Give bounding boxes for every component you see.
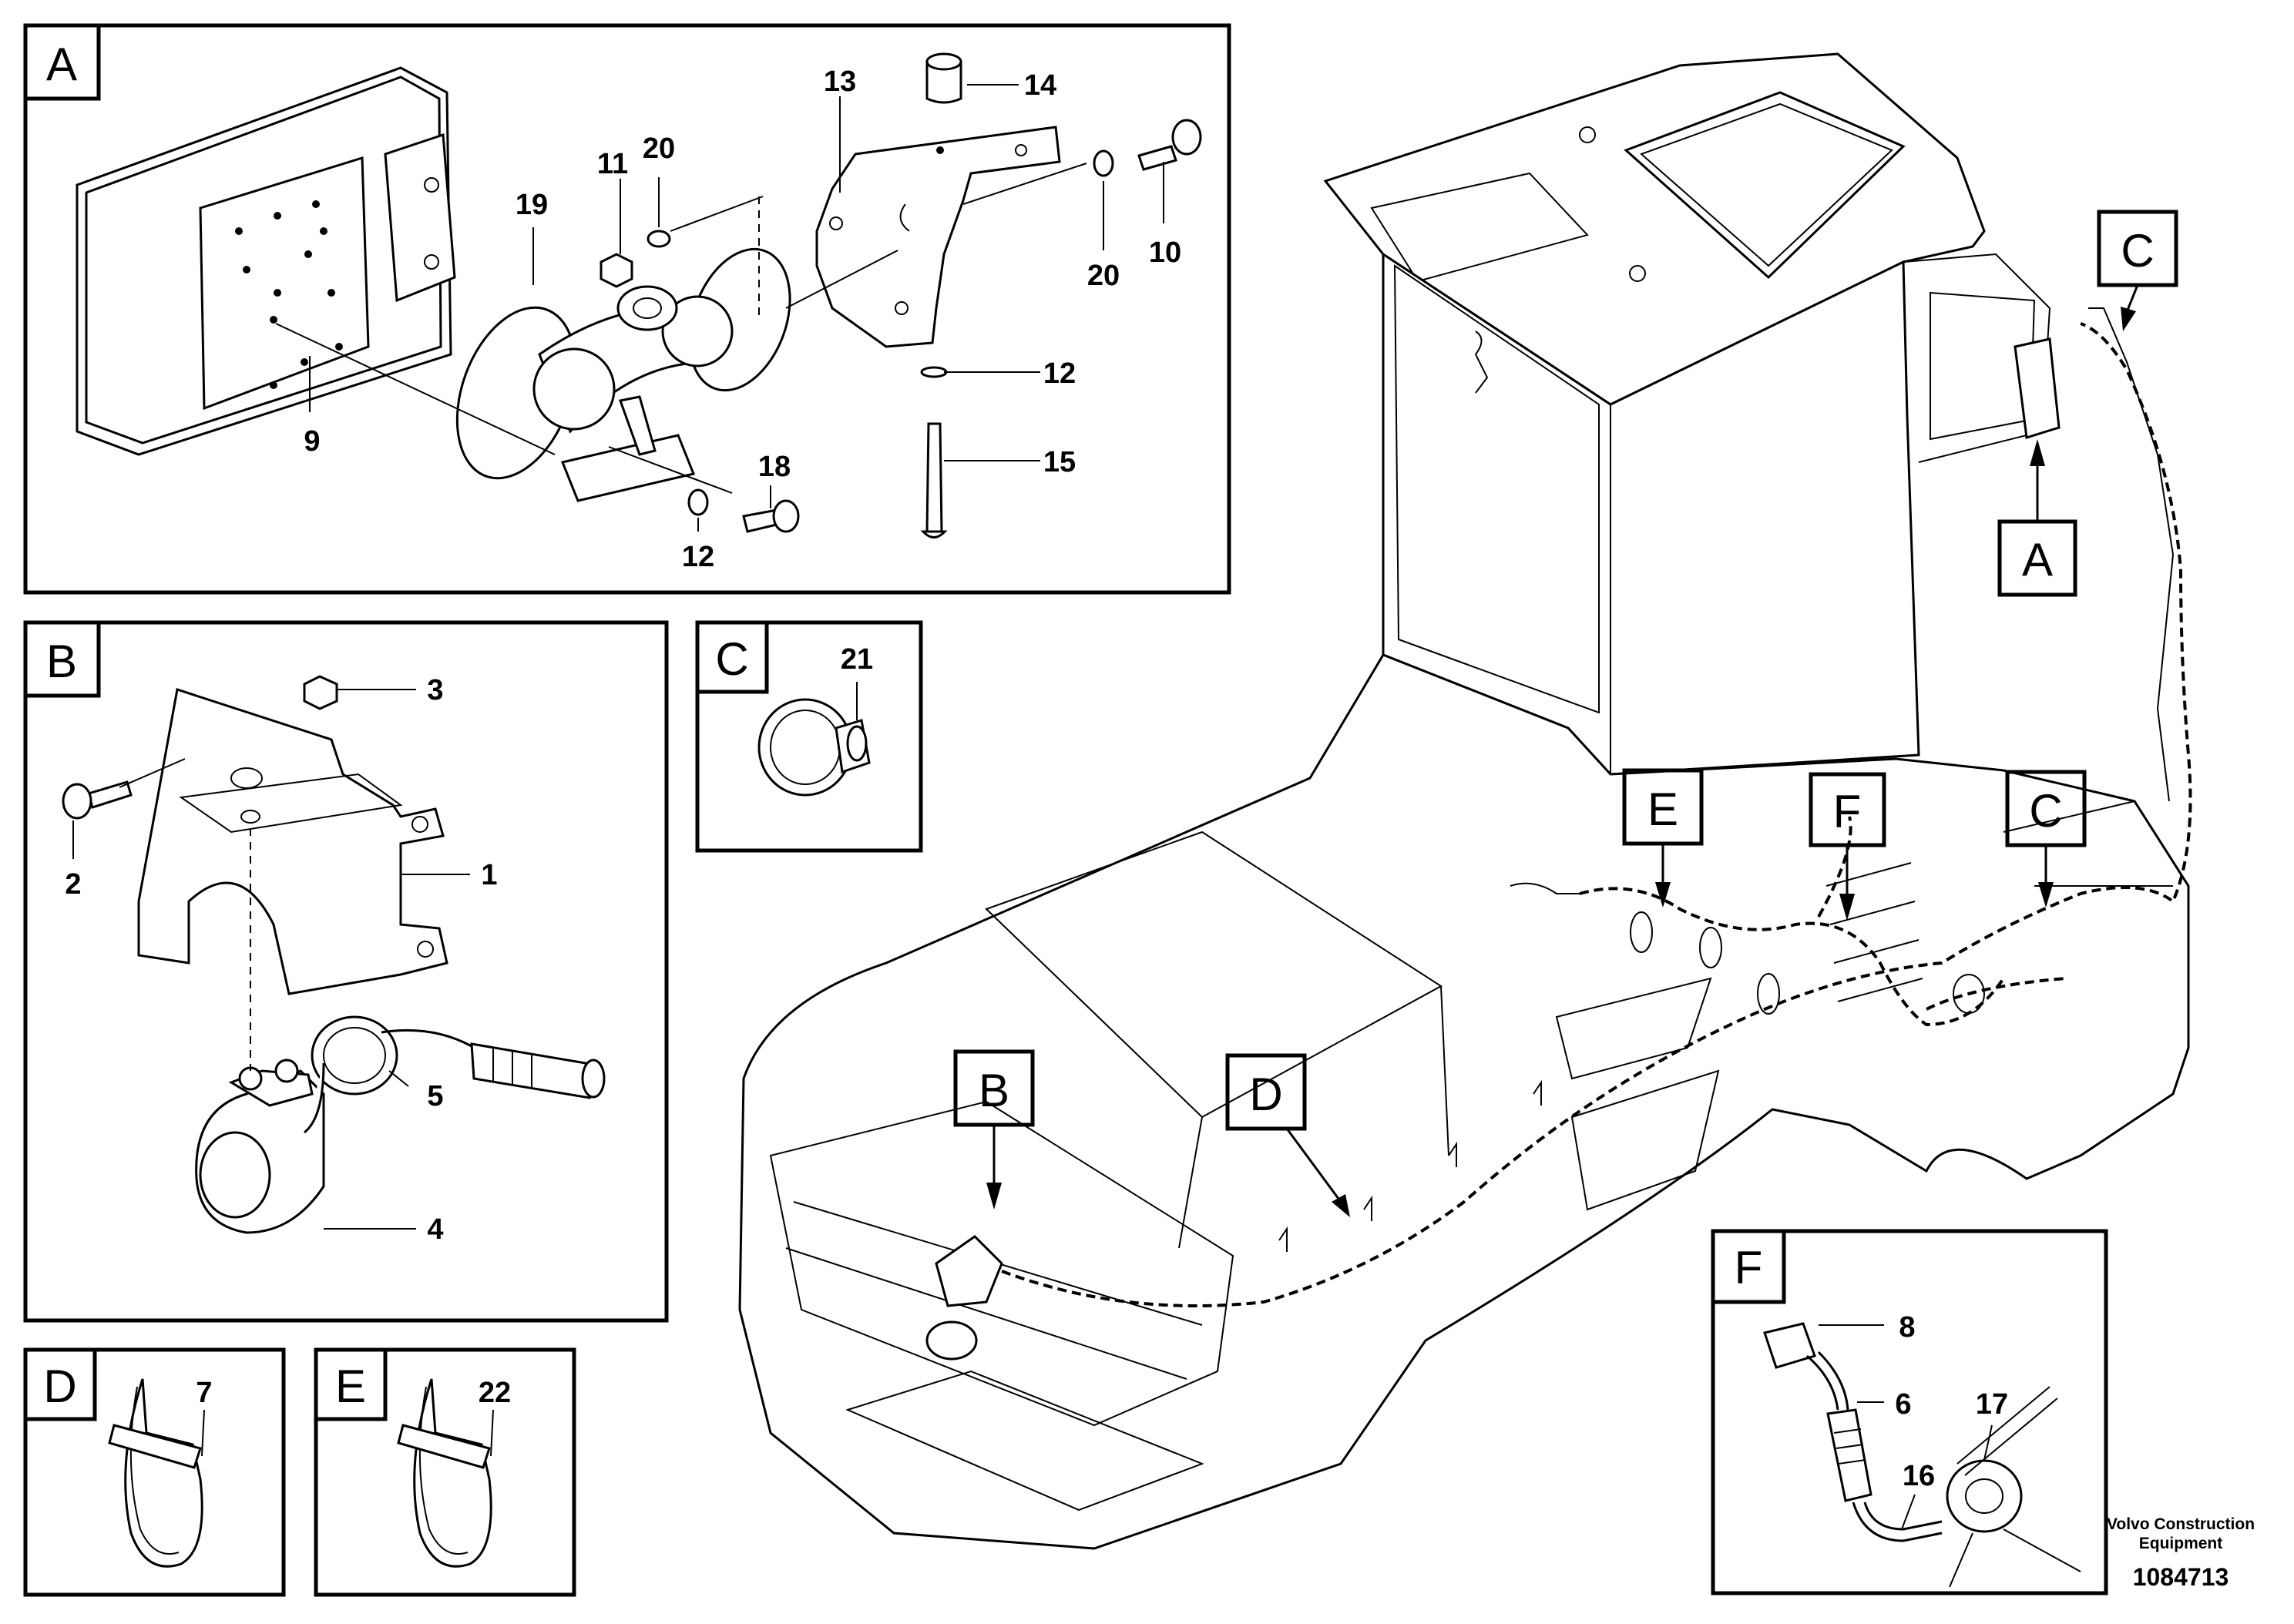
panel-c-tag-box — [695, 620, 769, 694]
machine-tag-d: D — [1225, 1053, 1350, 1217]
brand-name-line1: Volvo Construction — [2107, 1515, 2255, 1533]
grommet-5 — [304, 1015, 606, 1134]
washer-20-right — [1093, 149, 1114, 177]
washer-12-left — [687, 488, 709, 516]
panel-e-tag: E — [335, 1361, 366, 1412]
bracket-13 — [815, 126, 1061, 348]
callout-19: 19 — [516, 189, 548, 221]
cable-tie-7 — [108, 1378, 203, 1568]
document-number: 1084713 — [2133, 1563, 2229, 1591]
machine-tag-c-bottom: C — [2005, 770, 2087, 908]
callout-20-left: 20 — [643, 133, 675, 165]
panel-e: E 22 — [314, 1347, 576, 1597]
callout-22: 22 — [479, 1377, 511, 1409]
callout-4: 4 — [427, 1213, 443, 1246]
cable-route-main — [1001, 322, 2192, 1307]
svg-text:B: B — [979, 1065, 1009, 1116]
camera-4 — [195, 1059, 325, 1234]
callout-16: 16 — [1903, 1460, 1935, 1492]
nut-11 — [600, 253, 633, 288]
panel-f-tag: F — [1735, 1242, 1763, 1293]
callout-18: 18 — [758, 451, 791, 483]
panel-b-tag-box — [23, 620, 101, 698]
panel-b-frame — [23, 620, 669, 1323]
nut-3 — [303, 675, 338, 710]
svg-text:E: E — [1647, 783, 1678, 835]
machine-tag-a: A — [1997, 439, 2077, 597]
callout-15: 15 — [1043, 446, 1076, 478]
camera-bracket — [137, 688, 448, 995]
callout-6: 6 — [1895, 1388, 1911, 1421]
callout-10: 10 — [1149, 237, 1181, 269]
callout-5: 5 — [427, 1080, 443, 1112]
callout-8: 8 — [1899, 1311, 1915, 1344]
panel-a-frame — [23, 23, 1231, 595]
hose-clamp-21 — [757, 698, 871, 797]
panel-b: B — [23, 620, 669, 1323]
panel-e-frame — [314, 1347, 576, 1597]
callout-20-right: 20 — [1087, 260, 1120, 292]
cable-tie-22 — [397, 1378, 492, 1568]
callout-11: 11 — [597, 148, 628, 180]
front-grille — [769, 1100, 1234, 1427]
callout-13: 13 — [824, 65, 856, 98]
callout-2: 2 — [65, 868, 81, 901]
roof-hatch — [1624, 91, 1906, 280]
svg-text:D: D — [1249, 1069, 1282, 1120]
callout-1: 1 — [481, 859, 497, 891]
panel-f-frame — [1711, 1229, 2108, 1595]
ball-mount — [455, 247, 791, 502]
panel-d: D 7 — [23, 1347, 286, 1597]
bolt-10 — [1137, 145, 1177, 171]
panel-a-tag-box — [23, 23, 101, 101]
machine-tag-b: B — [953, 1049, 1035, 1210]
callout-9: 9 — [304, 425, 320, 458]
callout-21: 21 — [841, 643, 873, 676]
panel-b-tag: B — [46, 636, 77, 687]
cable-assembly — [1763, 1322, 2081, 1588]
washer-20-left — [647, 230, 671, 248]
machine-tag-e: E — [1622, 768, 1704, 908]
hood-camera — [935, 1235, 1003, 1307]
machine-tag-c-top: C — [2097, 210, 2178, 331]
panel-c-tag: C — [715, 633, 748, 685]
hood-body — [738, 653, 2190, 1550]
callout-7: 7 — [196, 1377, 212, 1409]
panel-d-frame — [23, 1347, 286, 1597]
panel-f-tag-box — [1711, 1229, 1786, 1304]
callout-12-right: 12 — [1043, 357, 1076, 390]
callout-14: 14 — [1024, 69, 1056, 102]
callout-17: 17 — [1976, 1388, 2008, 1421]
panel-f: F 8 6 17 16 — [1711, 1229, 2108, 1595]
panel-a: A — [23, 23, 1231, 595]
callout-12-left: 12 — [682, 541, 714, 573]
panel-c-frame — [695, 620, 923, 853]
svg-text:F: F — [1833, 786, 1862, 837]
volvo-logo — [925, 1320, 978, 1361]
panel-d-tag: D — [43, 1361, 76, 1412]
svg-text:C: C — [2029, 785, 2062, 837]
cab-window — [1393, 264, 1600, 714]
display-unit — [76, 66, 456, 456]
svg-text:A: A — [2022, 534, 2053, 586]
bolt-15 — [925, 422, 943, 533]
brand-name-line2: Equipment — [2139, 1535, 2223, 1552]
machine-illustration — [738, 52, 2192, 1550]
washer-12-right — [920, 366, 948, 378]
panel-e-tag-box — [314, 1347, 388, 1421]
panel-a-tag: A — [46, 39, 77, 90]
svg-text:C: C — [2121, 225, 2154, 277]
machine-tag-f: F — [1809, 772, 1886, 921]
cab-display — [2014, 337, 2061, 439]
panel-d-tag-box — [23, 1347, 97, 1421]
callout-3: 3 — [427, 674, 443, 706]
panel-c: C 21 — [695, 620, 923, 853]
